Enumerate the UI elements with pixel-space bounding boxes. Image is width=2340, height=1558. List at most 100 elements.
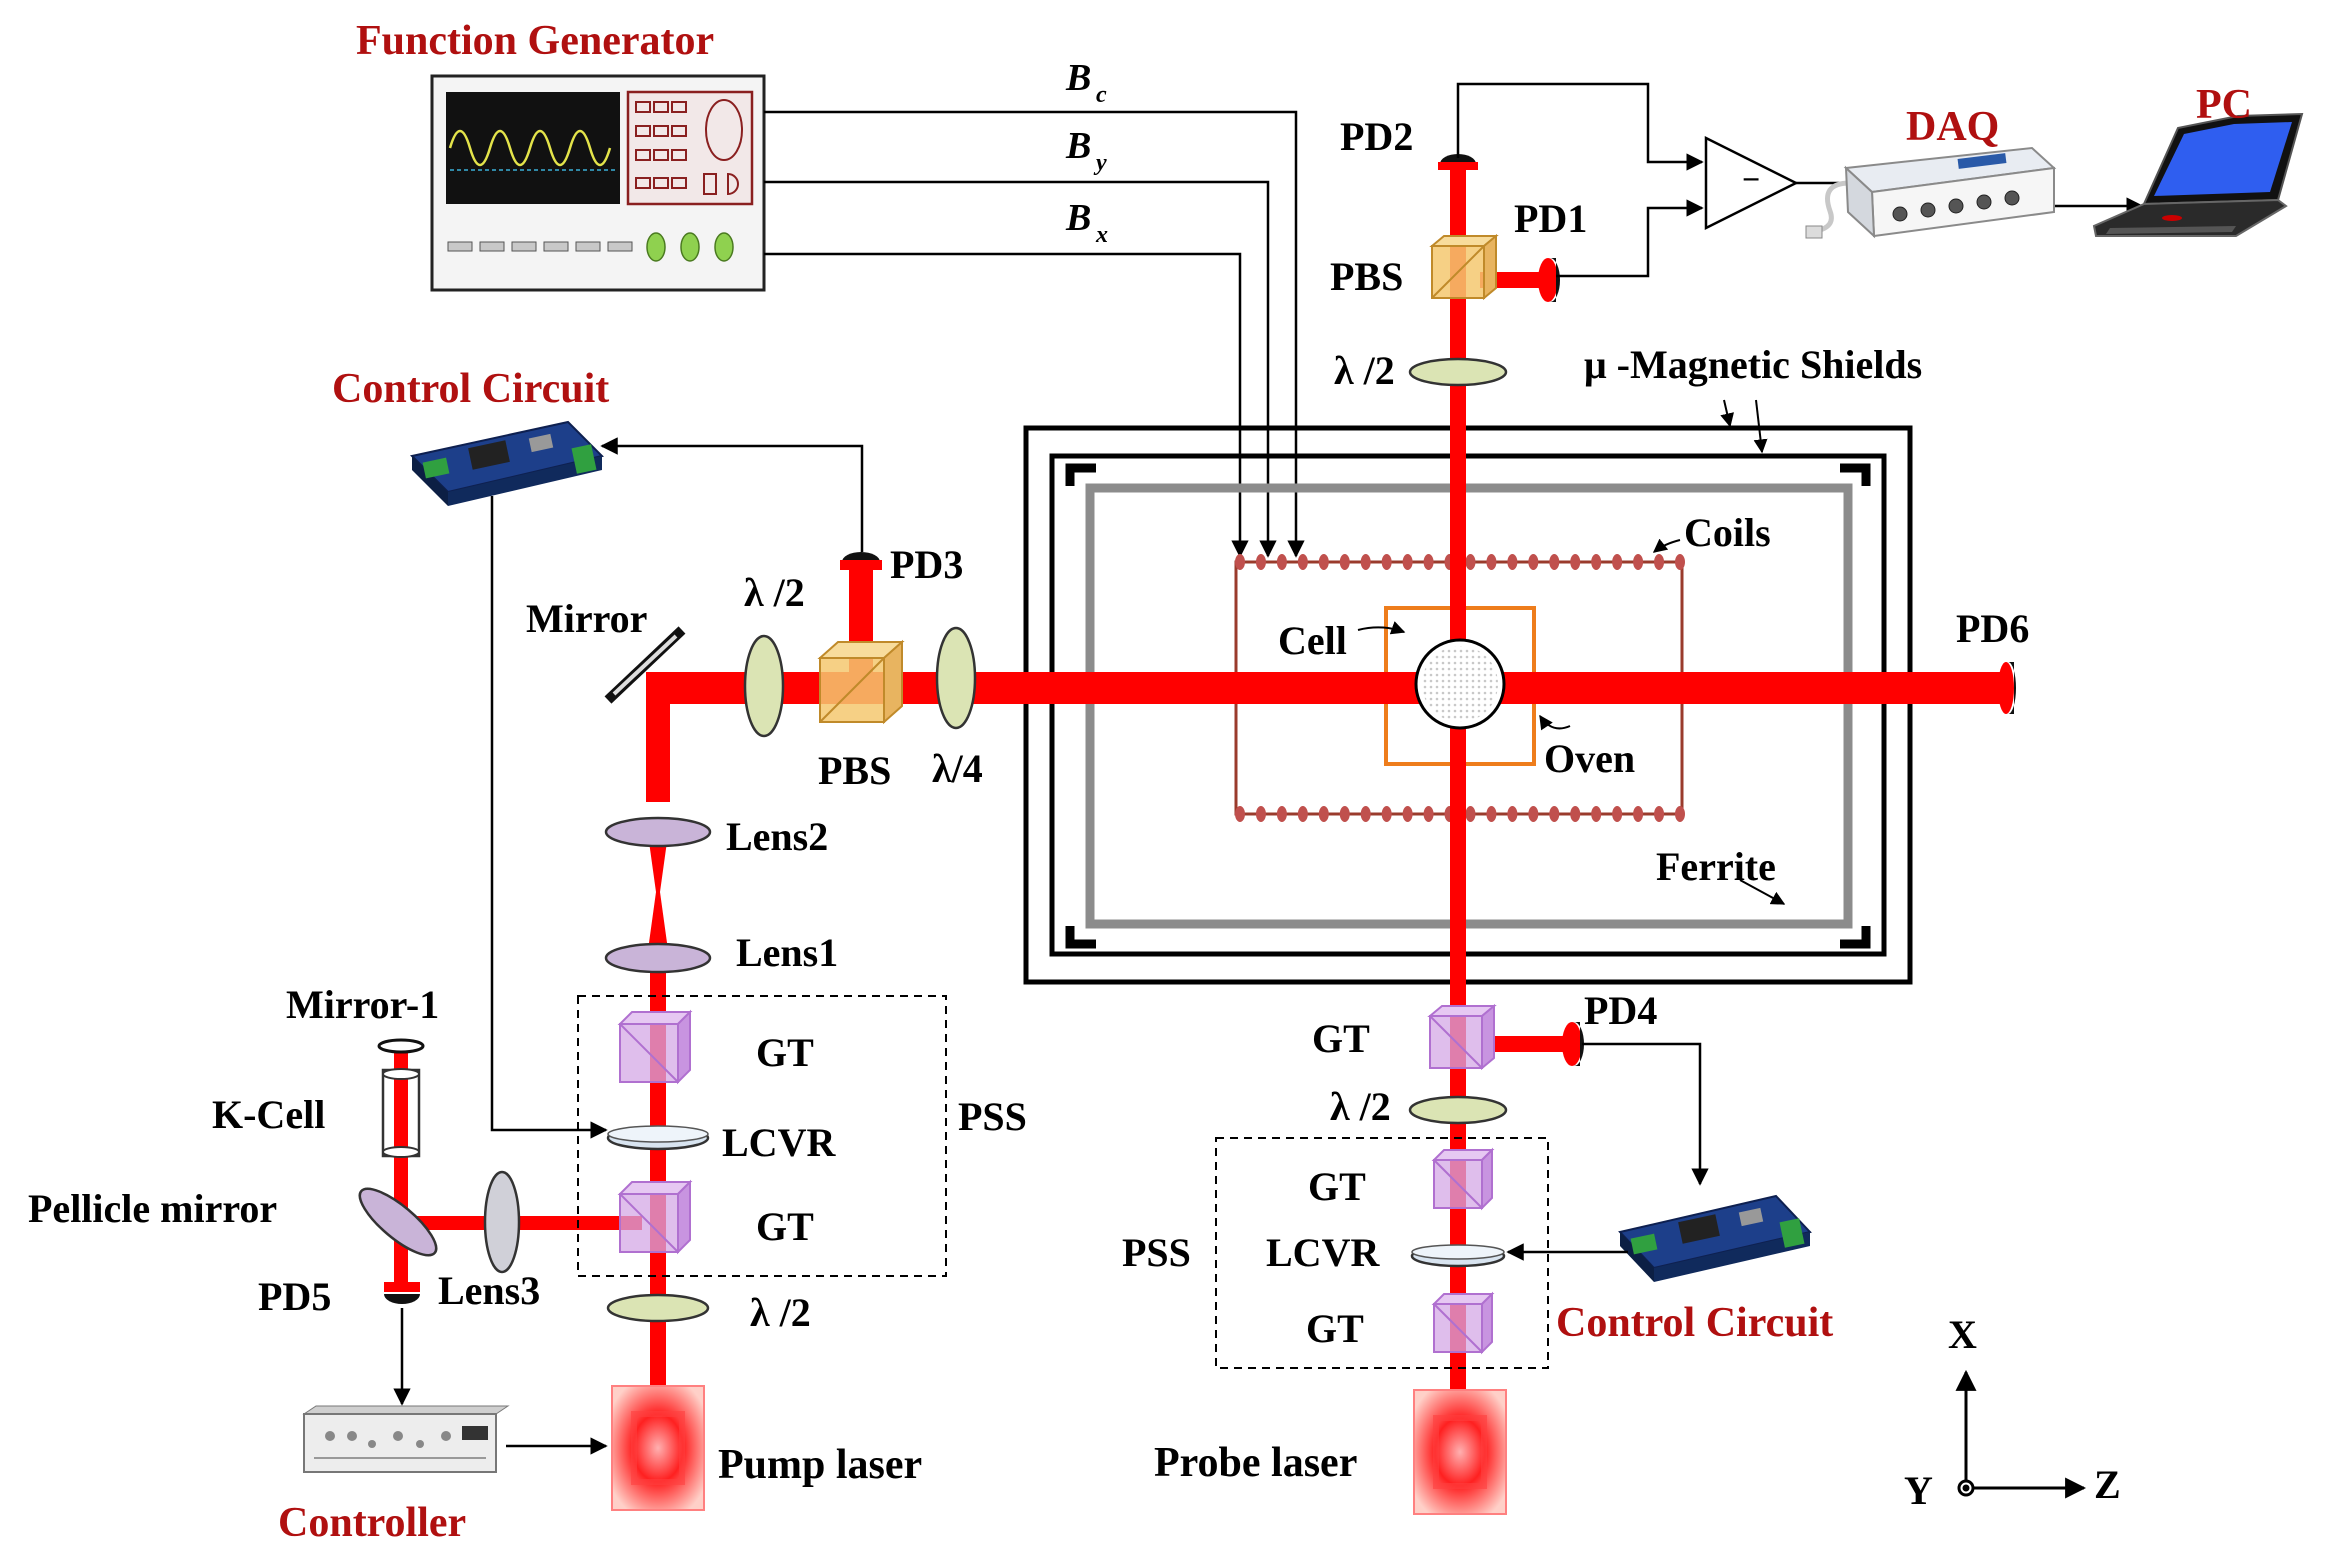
gt-probe-bottom <box>1431 1291 1495 1355</box>
label-pump-laser: Pump laser <box>718 1442 922 1488</box>
label-ferrite: Ferrite <box>1656 844 1776 889</box>
magnetic-shields <box>1023 425 1913 985</box>
coil-winding <box>1570 554 1581 570</box>
ferrite-shield <box>1085 483 1853 929</box>
coil-winding <box>1297 554 1308 570</box>
gt-pump-top <box>617 1009 693 1085</box>
vapor-cell <box>1414 638 1506 730</box>
coil-winding <box>1360 806 1371 822</box>
label-oven: Oven <box>1544 736 1635 781</box>
halfwave-plate-probe-lower <box>1408 1095 1508 1125</box>
label-gt-pump-bottom: GT <box>756 1204 814 1249</box>
coil-winding <box>1612 806 1623 822</box>
coil-winding <box>1591 806 1602 822</box>
gt-probe-top <box>1427 1003 1497 1071</box>
label-pbs-probe: PBS <box>1330 254 1403 299</box>
lcvr-probe <box>1410 1244 1506 1268</box>
label-lens1: Lens1 <box>736 930 838 975</box>
coil-winding <box>1507 806 1518 822</box>
pd3-detector <box>840 552 882 570</box>
coil-winding <box>1507 554 1518 570</box>
coil-winding <box>1318 554 1329 570</box>
label-pss-probe: PSS <box>1122 1230 1191 1275</box>
label-by-sub: y <box>1093 150 1107 176</box>
daq-device <box>1805 146 2057 239</box>
label-pd2: PD2 <box>1340 114 1413 159</box>
label-probe-laser: Probe laser <box>1154 1440 1357 1486</box>
coil-winding <box>1654 554 1665 570</box>
label-halfwave-probe-top: λ /2 <box>1334 348 1395 393</box>
diff-amp-sign: − <box>1742 161 1760 197</box>
pd4-detector <box>1562 1022 1584 1066</box>
pump-laser <box>611 1385 705 1511</box>
function-generator <box>430 74 766 292</box>
label-pss-pump: PSS <box>958 1094 1027 1139</box>
label-control-circuit-top: Control Circuit <box>332 366 609 412</box>
pellicle-mirror <box>358 1187 438 1257</box>
coil-winding <box>1423 806 1434 822</box>
label-halfwave-probe-lower: λ /2 <box>1330 1084 1391 1129</box>
label-halfwave-pump-bottom: λ /2 <box>750 1290 811 1335</box>
label-bc: B <box>1065 57 1091 99</box>
label-magnetic-shields: μ -Magnetic Shields <box>1584 342 1922 387</box>
label-cell: Cell <box>1278 618 1347 663</box>
coil-winding <box>1570 806 1581 822</box>
label-pd6: PD6 <box>1956 606 2029 651</box>
label-function-generator: Function Generator <box>356 18 714 64</box>
control-circuit-board-top <box>409 420 604 506</box>
label-quarterwave: λ/4 <box>932 746 983 791</box>
coil-winding <box>1276 806 1287 822</box>
label-pd4: PD4 <box>1584 988 1657 1033</box>
coil-winding <box>1549 554 1560 570</box>
label-control-circuit-bottom: Control Circuit <box>1556 1300 1833 1346</box>
k-cell <box>381 1068 421 1158</box>
pd3-feedback-lines <box>490 437 864 1139</box>
probe-laser <box>1413 1389 1507 1515</box>
halfwave-plate-pump <box>743 634 785 738</box>
coil-winding <box>1549 806 1560 822</box>
pbs-probe <box>1429 233 1499 301</box>
coordinate-axes <box>1955 1369 2087 1499</box>
pbs-pump <box>817 639 905 725</box>
coil-winding <box>1318 806 1329 822</box>
mirror <box>604 626 686 704</box>
label-pbs-pump: PBS <box>818 748 891 793</box>
label-lens3: Lens3 <box>438 1268 540 1313</box>
coil-winding <box>1381 806 1392 822</box>
pd6-detector <box>1998 662 2016 714</box>
coil-winding <box>1591 554 1602 570</box>
label-pellicle-mirror: Pellicle mirror <box>28 1186 277 1231</box>
coil-winding <box>1255 806 1266 822</box>
halfwave-plate-probe-top <box>1408 357 1508 387</box>
gt-pump-bottom <box>617 1179 693 1255</box>
label-gt-probe-mid: GT <box>1308 1164 1366 1209</box>
label-axis-z: Z <box>2094 1462 2121 1507</box>
label-mirror-1: Mirror-1 <box>286 982 439 1027</box>
coil-winding <box>1675 806 1685 822</box>
label-daq: DAQ <box>1906 104 1999 150</box>
pc-laptop <box>2092 112 2304 237</box>
label-coils: Coils <box>1684 510 1771 555</box>
quarterwave-plate <box>935 626 977 730</box>
pd5-detector <box>384 1282 420 1304</box>
laser-controller <box>302 1405 510 1473</box>
label-controller: Controller <box>278 1500 466 1546</box>
coil-winding <box>1633 806 1644 822</box>
coil-winding <box>1255 554 1266 570</box>
label-bx-sub: x <box>1095 222 1108 248</box>
pd1-detector <box>1538 258 1560 302</box>
coil-winding <box>1486 554 1497 570</box>
label-bc-sub: c <box>1096 82 1107 108</box>
label-lens2: Lens2 <box>726 814 828 859</box>
coil-winding <box>1402 806 1413 822</box>
coil-winding <box>1423 554 1434 570</box>
coil-winding <box>1235 554 1245 570</box>
label-lcvr-probe: LCVR <box>1266 1230 1380 1275</box>
control-circuit-board-bottom <box>1618 1194 1812 1282</box>
lens1 <box>604 942 712 974</box>
coil-winding <box>1465 554 1476 570</box>
coil-winding <box>1339 806 1350 822</box>
coil-winding <box>1633 554 1644 570</box>
coil-winding <box>1528 806 1539 822</box>
